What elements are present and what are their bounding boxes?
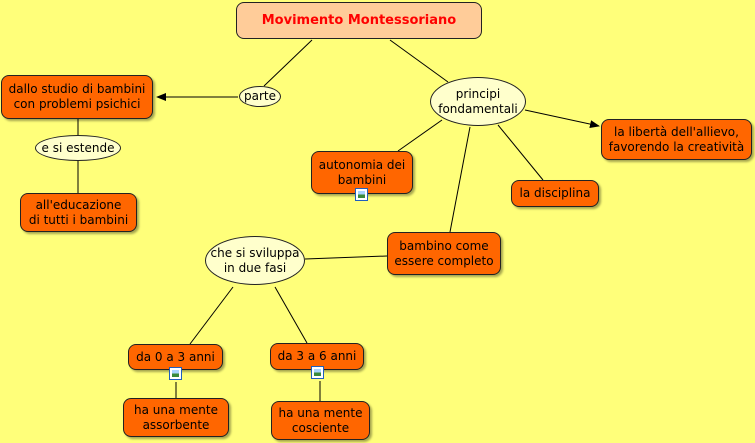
concept-dallo-studio[interactable]: dallo studio di bambini con problemi psi… — [1, 75, 153, 119]
concept-liberta[interactable]: la libertà dell'allievo, favorendo la cr… — [601, 119, 752, 160]
image-resource-icon[interactable] — [311, 366, 324, 379]
link-principi-liberta — [524, 109, 600, 129]
linking-phrase-si-estende[interactable]: e si estende — [35, 135, 121, 161]
concept-da-0-a-3[interactable]: da 0 a 3 anni — [128, 344, 223, 370]
image-resource-icon[interactable] — [355, 188, 368, 201]
concept-educazione[interactable]: all'educazione di tutti i bambini — [20, 193, 137, 232]
link-principi-autonomia — [397, 119, 443, 152]
concept-bambino[interactable]: bambino come essere completo — [387, 232, 501, 275]
image-resource-icon[interactable] — [169, 367, 182, 380]
map-title[interactable]: Movimento Montessoriano — [236, 2, 482, 39]
link-title-parte — [263, 39, 313, 87]
link-sviluppa-da0 — [189, 286, 234, 345]
link-principi-bambino — [449, 126, 471, 233]
link-sviluppa-da3 — [274, 286, 308, 344]
concept-assorbente[interactable]: ha una mente assorbente — [123, 398, 229, 437]
link-principi-disciplina — [497, 124, 544, 181]
concept-cosciente[interactable]: ha una mente cosciente — [271, 401, 370, 440]
concept-da-3-a-6[interactable]: da 3 a 6 anni — [270, 343, 364, 370]
linking-phrase-si-sviluppa[interactable]: che si sviluppa in due fasi — [205, 236, 305, 285]
concept-autonomia[interactable]: autonomia dei bambini — [311, 151, 413, 194]
linking-phrase-principi[interactable]: principi fondamentali — [430, 77, 526, 126]
link-title-principi — [389, 39, 449, 83]
link-bambino-sviluppa — [304, 255, 388, 260]
concept-disciplina[interactable]: la disciplina — [511, 180, 599, 207]
linking-phrase-parte[interactable]: parte — [239, 86, 281, 107]
